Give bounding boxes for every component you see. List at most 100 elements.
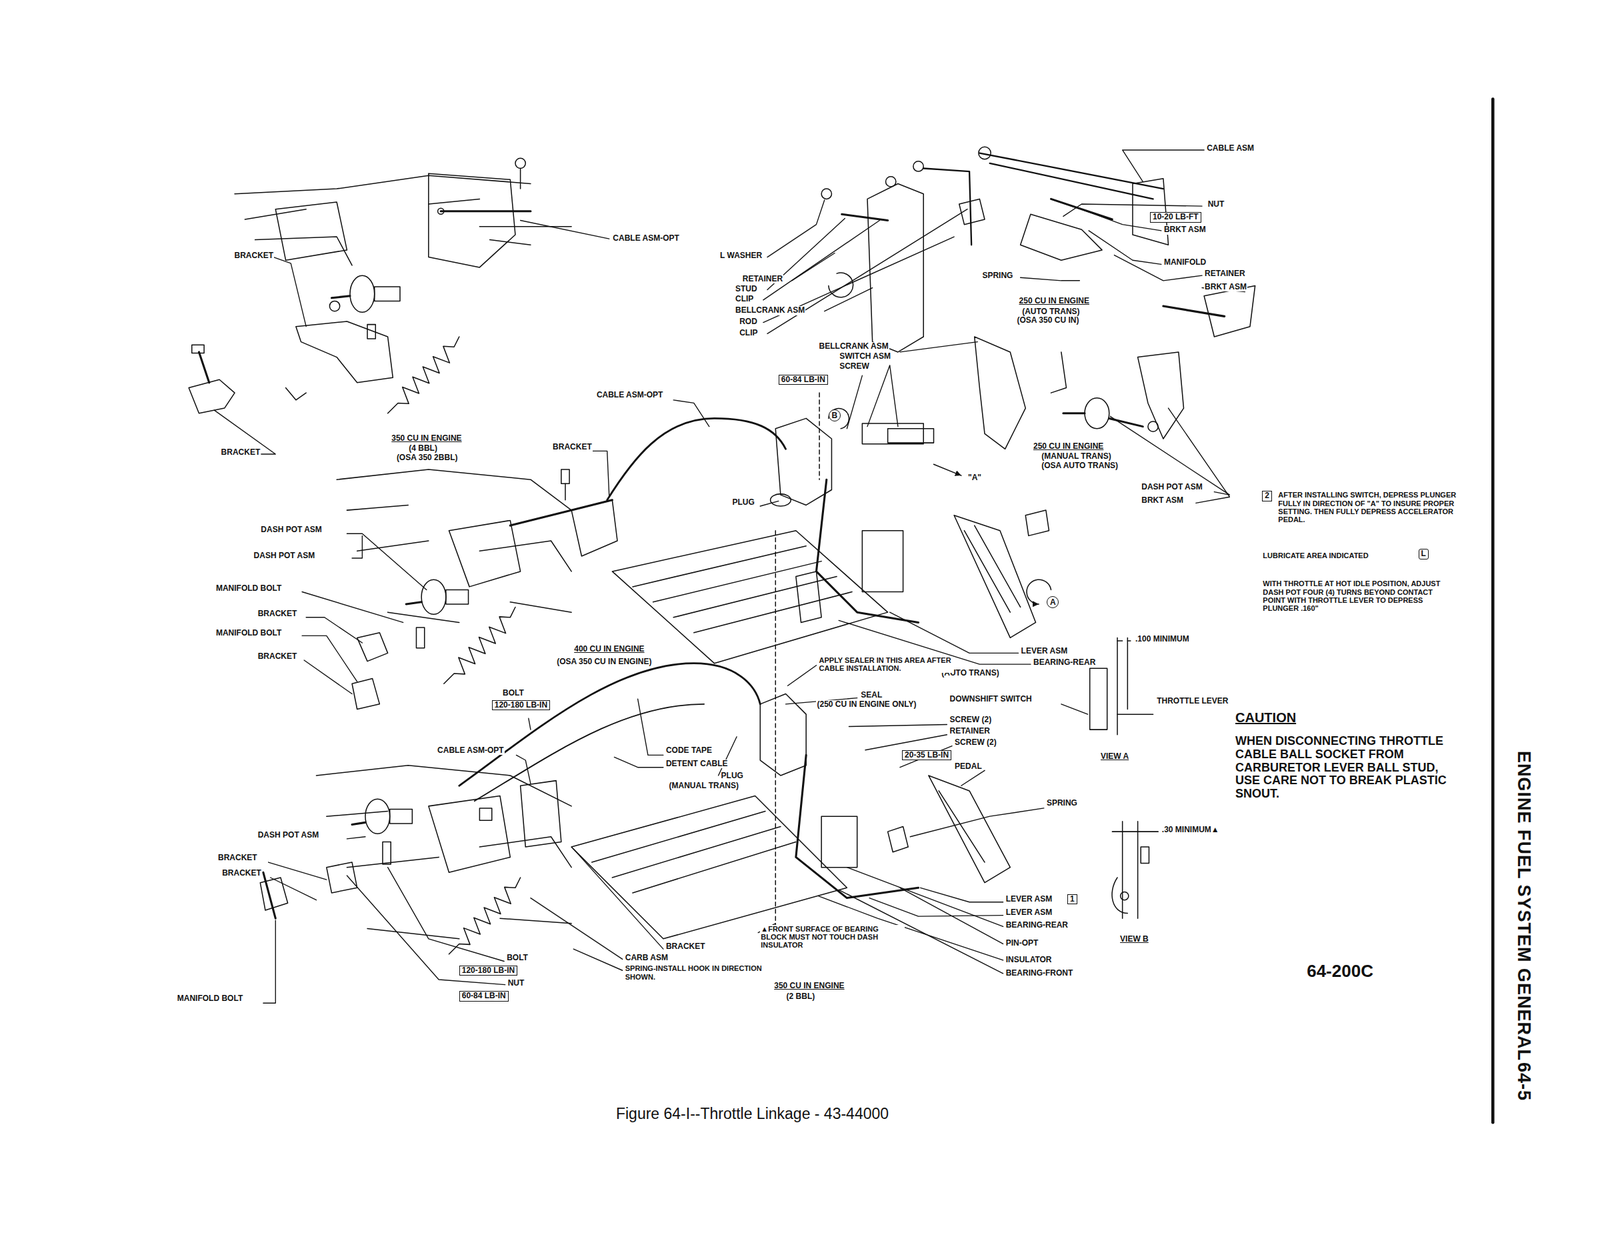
figure-code: 64-200C [1306,961,1374,981]
part-label: VIEW B [1119,934,1150,944]
part-label: STUD [734,284,758,294]
part-label: DASH POT ASM [253,551,316,560]
view-marker: A [1046,596,1059,608]
note-text: ▲FRONT SURFACE OF BEARING BLOCK MUST NOT… [760,924,904,950]
part-label: BELLCRANK ASM [818,342,890,351]
part-label: DETENT CABLE [665,759,729,768]
part-label: SCREW (2) [948,715,992,724]
part-label: MANIFOLD [1163,258,1207,267]
part-label: CABLE ASM-OPT [436,746,505,755]
part-label: SCREW (2) [954,738,998,747]
part-label: BRACKET [217,853,258,862]
part-label: RETAINER [948,726,990,736]
part-label: (MANUAL TRANS) [1040,452,1112,461]
part-label: BOLT [502,688,525,698]
note-text: AFTER INSTALLING SWITCH, DEPRESS PLUNGER… [1277,490,1463,524]
part-label: BRKT ASM [1163,225,1207,234]
part-label: BRACKET [665,942,706,951]
part-label: MANIFOLD BOLT [215,584,282,593]
part-label: BELLCRANK ASM [734,306,806,315]
part-label: ROD [738,317,758,326]
part-label: PIN-OPT [1005,938,1040,948]
part-label: (AUTO TRANS) [1021,307,1080,316]
engine-250-auto [974,146,1600,449]
part-label: BEARING-REAR [1005,920,1069,930]
part-label: CLIP [734,294,754,304]
lubricate-symbol: L [1418,548,1429,559]
part-label: CLIP [738,328,758,338]
part-label: CARB ASM [624,953,669,962]
note-number: 2 [1262,490,1272,501]
part-label: BRACKET [257,609,298,618]
pedal-assembly-upper [612,392,1051,928]
part-label: INSULATOR [1005,955,1053,964]
part-label: SPRING [981,271,1014,280]
torque-spec: 20-35 LB-IN [902,750,952,760]
part-label: (2 BBL) [786,992,816,1001]
part-label: DASH POT ASM [260,525,323,534]
part-label: (4 BBL) [408,444,438,453]
view-b [1112,821,1158,918]
part-label: PLUG [720,771,744,780]
part-label: BEARING-REAR [1032,658,1096,667]
part-label: MANIFOLD BOLT [176,994,244,1003]
part-label: LEVER ASM [1020,646,1069,656]
torque-spec: 120-180 LB-IN [459,965,518,976]
caution-text: WHEN DISCONNECTING THROTTLE CABLE BALL S… [1234,734,1461,801]
page-number: 64-5 [1513,1061,1534,1102]
engine-350-2bbl [260,663,1010,954]
part-label: (OSA AUTO TRANS) [1040,461,1119,470]
part-label: CODE TAPE [665,746,713,755]
part-label: SCREW [838,362,870,371]
part-label: .100 MINIMUM [1134,634,1190,644]
part-label: .30 MINIMUM▲ [1161,825,1220,834]
part-label: 350 CU IN ENGINE [773,981,845,990]
engine-350-4bbl [188,158,572,414]
figure-caption: Figure 64-I--Throttle Linkage - 43-44000 [615,1105,890,1123]
note-text: SPRING-INSTALL HOOK IN DIRECTION SHOWN. [624,964,764,981]
part-label: (250 CU IN ENGINE ONLY) [816,700,917,709]
part-label: LEVER ASM [1005,894,1054,904]
part-label: BRACKET [234,251,275,260]
torque-spec: 60-84 LB-IN [778,374,828,385]
part-label: L WASHER [719,251,763,260]
part-label: BRKT ASM [1204,282,1248,292]
part-label: DOWNSHIFT SWITCH [948,694,1032,704]
note-text: WITH THROTTLE AT HOT IDLE POSITION, ADJU… [1262,579,1456,612]
part-label: VIEW A [1100,752,1130,761]
part-label: NUT [1207,200,1226,209]
part-label: (MANUAL TRANS) [668,781,740,790]
section-title: ENGINE FUEL SYSTEM GENERAL [1513,750,1534,1062]
part-label: LUBRICATE AREA INDICATED [1262,551,1369,560]
part-label: 400 CU IN ENGINE [573,644,645,654]
part-label: (OSA 350 CU IN ENGINE) [556,657,652,666]
part-label: BRACKET [257,652,298,661]
part-label: 250 CU IN ENGINE [1032,442,1104,451]
caution-heading: CAUTION [1234,710,1297,725]
part-label: PEDAL [954,762,983,771]
part-label: CABLE ASM [1206,144,1255,153]
part-label: BEARING-FRONT [1005,968,1074,978]
part-label: BOLT [506,953,529,962]
part-label: 350 CU IN ENGINE [390,434,462,443]
part-label: CABLE ASM-OPT [612,234,680,243]
part-label: BRACKET [220,448,262,457]
part-label: PLUG [731,498,755,507]
part-label: BRACKET [221,868,262,878]
part-label: SPRING [1046,798,1078,808]
part-label: RETAINER [742,274,784,284]
leader-lines [214,150,1245,1003]
part-label: BRKT ASM [1140,496,1184,505]
torque-spec: 10-20 LB-FT [1150,212,1202,222]
torque-spec: 120-180 LB-IN [492,700,550,710]
part-label: THROTTLE LEVER [1156,696,1229,706]
view-marker: B [828,409,841,422]
part-label: MANIFOLD BOLT [215,628,282,638]
part-label: (OSA 350 CU IN) [1016,316,1080,325]
note-text: APPLY SEALER IN THIS AREA AFTER CABLE IN… [818,656,953,673]
part-label: RETAINER [1204,269,1246,278]
note-number: 1 [1067,894,1078,904]
bellcrank-assembly [821,161,985,352]
